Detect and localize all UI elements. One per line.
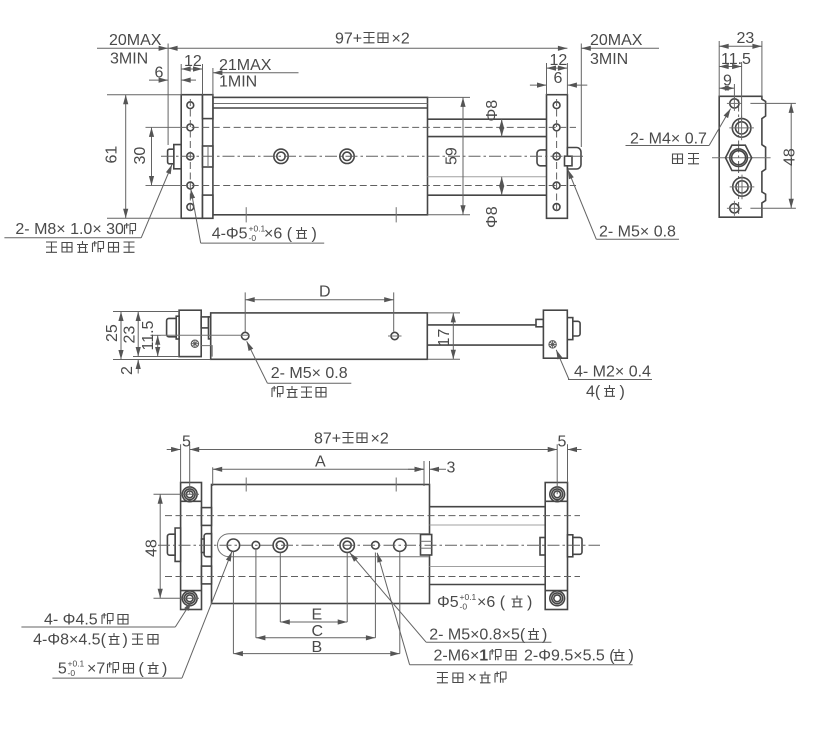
svg-text:17: 17	[436, 329, 453, 347]
svg-text:25: 25	[104, 324, 121, 342]
svg-text:4-Φ5: 4-Φ5	[212, 226, 248, 243]
svg-text:12: 12	[184, 53, 202, 70]
svg-text:C: C	[312, 623, 324, 640]
svg-text:2: 2	[119, 366, 136, 375]
svg-text:61: 61	[104, 146, 121, 164]
svg-text:1MIN: 1MIN	[219, 74, 257, 91]
svg-text:2-Φ9.5×5.5 (: 2-Φ9.5×5.5 (	[524, 648, 615, 665]
svg-text:3: 3	[447, 460, 456, 477]
svg-text:2- M8× 1.0× 30: 2- M8× 1.0× 30	[15, 221, 124, 238]
svg-text:12: 12	[550, 52, 568, 69]
svg-text:Φ8: Φ8	[484, 206, 501, 228]
svg-text:): )	[162, 661, 167, 678]
svg-text:6: 6	[554, 70, 563, 87]
svg-text:2- M5× 0.8: 2- M5× 0.8	[599, 224, 676, 241]
svg-text:): )	[312, 226, 317, 243]
svg-text:): )	[542, 627, 547, 644]
svg-text:-0: -0	[68, 668, 76, 678]
svg-text:(: (	[139, 661, 145, 678]
svg-text:): )	[629, 648, 634, 665]
svg-text:20MAX: 20MAX	[109, 32, 162, 49]
svg-text:11.5: 11.5	[140, 320, 157, 350]
svg-text:2- M5× 0.8: 2- M5× 0.8	[271, 365, 348, 382]
svg-text:9: 9	[723, 73, 732, 90]
svg-text:): )	[527, 594, 532, 611]
svg-text:-0: -0	[249, 233, 257, 243]
svg-text:48: 48	[144, 539, 161, 557]
svg-text:23: 23	[737, 30, 755, 47]
svg-text:Φ5: Φ5	[437, 594, 459, 611]
svg-text:11.5: 11.5	[721, 51, 751, 68]
svg-text:B: B	[312, 639, 323, 656]
svg-text:Φ8: Φ8	[484, 100, 501, 122]
svg-text:+0.1: +0.1	[249, 224, 266, 234]
svg-text:-0: -0	[460, 602, 468, 612]
svg-text:4- Φ4.5: 4- Φ4.5	[44, 612, 98, 629]
svg-text:A: A	[315, 454, 326, 471]
svg-text:+0.1: +0.1	[68, 659, 85, 669]
svg-text:5: 5	[58, 661, 67, 678]
svg-text:4(: 4(	[586, 384, 601, 401]
svg-text:×6 (: ×6 (	[264, 226, 293, 243]
svg-text:): )	[123, 632, 128, 649]
svg-text:5: 5	[558, 434, 567, 451]
svg-text:3MIN: 3MIN	[590, 51, 628, 68]
svg-text:6: 6	[155, 65, 164, 82]
svg-text:×7: ×7	[87, 661, 105, 678]
svg-text:×6 (: ×6 (	[477, 594, 506, 611]
svg-text:5: 5	[182, 434, 191, 451]
svg-text:2- M5×0.8×5(: 2- M5×0.8×5(	[429, 627, 526, 644]
svg-text:): )	[620, 384, 625, 401]
svg-text:20MAX: 20MAX	[590, 32, 643, 49]
svg-text:×2: ×2	[371, 431, 389, 448]
svg-text:×2: ×2	[392, 31, 410, 48]
svg-text:48: 48	[782, 148, 799, 166]
svg-text:+0.1: +0.1	[460, 592, 477, 602]
svg-text:2-M6×1: 2-M6×1	[434, 648, 489, 665]
svg-text:21MAX: 21MAX	[219, 57, 272, 74]
svg-text:59: 59	[444, 147, 461, 165]
svg-text:3MIN: 3MIN	[110, 51, 148, 68]
svg-text:4-Φ8×4.5(: 4-Φ8×4.5(	[33, 632, 106, 649]
svg-text:30: 30	[132, 147, 149, 165]
svg-text:×: ×	[468, 670, 477, 687]
svg-text:D: D	[319, 284, 331, 301]
svg-text:97+: 97+	[335, 31, 362, 48]
svg-text:87+: 87+	[314, 431, 341, 448]
svg-text:E: E	[312, 607, 323, 624]
svg-text:23: 23	[122, 326, 139, 344]
svg-text:2- M4× 0.7: 2- M4× 0.7	[630, 131, 707, 148]
svg-text:4- M2× 0.4: 4- M2× 0.4	[574, 364, 651, 381]
